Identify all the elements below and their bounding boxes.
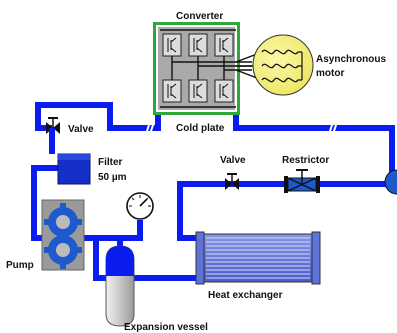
pipe-pump-to-exchanger [84,235,196,281]
label-valve-left: Valve [68,124,94,135]
pipe-gauge-tee [96,220,143,241]
label-expansion-vessel: Expansion vessel [124,322,208,333]
pipe-filter-to-pump [31,165,60,241]
label-motor-line1: Asynchronous [316,54,386,65]
converter [153,22,252,115]
label-motor-line2: motor [316,68,344,79]
valve-right [225,173,239,190]
label-valve-right: Valve [220,155,246,166]
heat-exchanger-fins [206,237,310,279]
pipe-top-loop [35,102,161,131]
label-converter: Converter [176,11,223,22]
pump [41,199,85,271]
label-heat-exchanger: Heat exchanger [208,290,283,301]
pipe-break-marks [145,121,338,135]
expansion-vessel [105,245,135,327]
heat-exchanger [195,231,321,285]
motor-body [252,34,314,96]
filter [49,128,91,185]
pipe-network [31,102,395,281]
igbt-symbols [167,37,229,99]
pump-gear-upper [44,203,82,241]
label-cold-plate: Cold plate [176,123,225,134]
pipe-top-right [233,112,395,178]
motor-windings [261,49,303,83]
pump-gear-lower [44,235,82,269]
label-filter-line2: 50 µm [98,172,127,183]
label-filter-line1: Filter [98,157,123,168]
label-restrictor: Restrictor [282,155,329,166]
label-pump: Pump [6,260,34,271]
pipe-exchanger-return [177,181,386,241]
labels: Converter Cold plate Asynchronous motor … [6,11,386,333]
asynchronous-motor [252,34,314,96]
right-edge-component [384,169,397,195]
restrictor [284,169,320,193]
bus-bars [160,29,252,108]
pressure-gauge [126,192,154,220]
